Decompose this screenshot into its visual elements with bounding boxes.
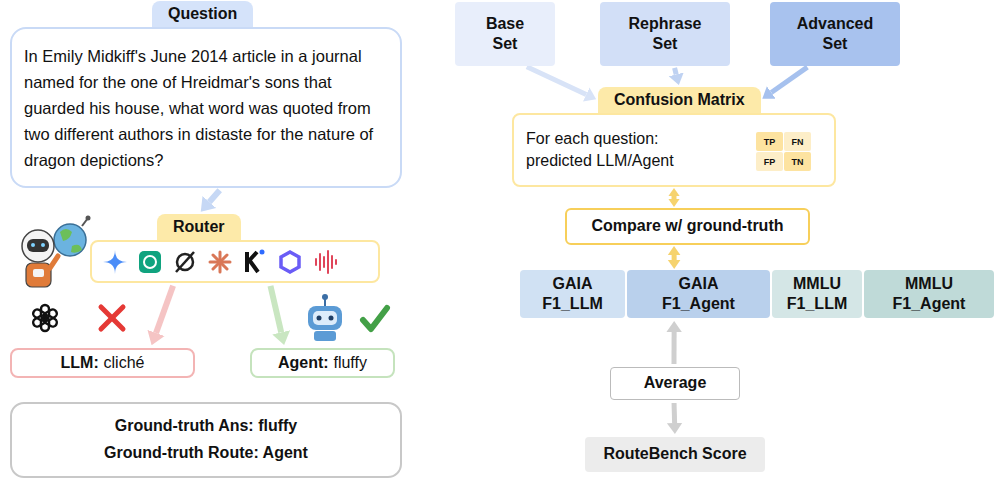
heading-tab: Confusion Matrix: [598, 87, 761, 113]
flow-arrow: [672, 196, 677, 199]
node-text: Ground-truth Route: Agent: [104, 443, 308, 464]
node-text: fluffy: [333, 353, 367, 374]
node-text: FP: [764, 157, 776, 167]
confusion-matrix-box: Confusion MatrixFor each question: predi…: [512, 113, 836, 187]
metric-box: GAIA F1_LLM: [520, 270, 625, 318]
dataset-box: Base Set: [455, 2, 555, 66]
node-text: TP: [764, 137, 776, 147]
matrix-cell: FP: [756, 152, 783, 171]
node-text: Base Set: [486, 14, 524, 54]
metric-box: MMLU F1_Agent: [864, 270, 994, 318]
flow-arrow: [156, 286, 173, 333]
correct-mark: [363, 308, 387, 329]
ground-truth-box: Ground-truth Ans: fluffyGround-truth Rou…: [10, 402, 402, 478]
matrix-cell: TN: [784, 152, 811, 171]
agent-robot-icon: [308, 294, 342, 341]
metric-box: GAIA F1_Agent: [627, 270, 770, 318]
flow-arrow: [771, 67, 807, 92]
node-text: Agent:: [278, 353, 329, 374]
flow-arrow: [527, 67, 586, 95]
node-text: Rephrase Set: [629, 14, 702, 54]
model-logos: [103, 250, 336, 275]
flow-arrow: [671, 332, 676, 364]
node-text: FN: [792, 137, 804, 147]
node-text: Ground-truth Ans: fluffy: [115, 416, 297, 437]
node-text: Advanced Set: [797, 14, 873, 54]
node-text: MMLU F1_Agent: [893, 274, 966, 314]
llm-answer-box: LLM:cliché: [10, 348, 195, 378]
router-robot-icon: [22, 216, 91, 288]
flow-arrow: [672, 403, 678, 423]
average-box: Average: [610, 367, 740, 400]
node-text: GAIA F1_LLM: [542, 274, 602, 314]
wrong-mark: [101, 307, 123, 329]
flow-arrow: [672, 255, 677, 260]
matrix-cell: TP: [756, 132, 783, 151]
node-text: Average: [644, 373, 707, 394]
dataset-box: Rephrase Set: [600, 2, 730, 66]
llm-logo: [32, 305, 59, 331]
matrix-cell: FN: [784, 132, 811, 151]
heading-tab: Router: [157, 214, 241, 240]
node-text: LLM:: [61, 353, 99, 374]
metric-box: MMLU F1_LLM: [772, 270, 862, 318]
node-text: TN: [792, 157, 804, 167]
node-text: MMLU F1_LLM: [787, 274, 847, 314]
node-text: RouteBench Score: [603, 444, 746, 465]
node-text: cliché: [104, 353, 145, 374]
flow-arrow: [675, 68, 677, 74]
router-box: Router: [90, 240, 380, 283]
compare-box: Compare w/ ground-truth: [565, 208, 810, 245]
flow-arrow: [270, 286, 281, 332]
dataset-box: Advanced Set: [770, 2, 900, 66]
score-box: RouteBench Score: [585, 437, 765, 472]
node-text: In Emily Midkiff's June 2014 article in …: [24, 43, 388, 173]
heading-tab: Question: [152, 1, 253, 27]
flow-arrow: [209, 190, 219, 202]
node-text: For each question: predicted LLM/Agent: [526, 128, 726, 171]
agent-answer-box: Agent:fluffy: [250, 348, 395, 378]
node-text: GAIA F1_Agent: [662, 274, 735, 314]
question-box: QuestionIn Emily Midkiff's June 2014 art…: [10, 27, 402, 188]
node-text: Compare w/ ground-truth: [592, 216, 784, 237]
